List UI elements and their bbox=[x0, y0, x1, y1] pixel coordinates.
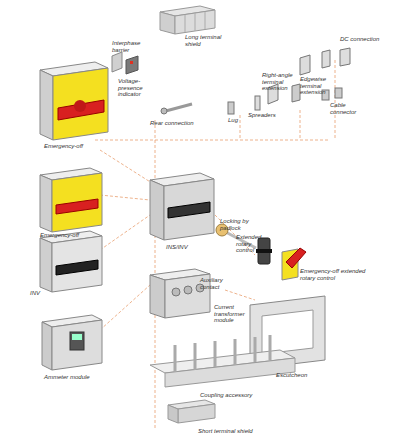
part-label: INV bbox=[30, 290, 60, 297]
part-label: Coupling accessory bbox=[200, 392, 260, 399]
part-label: INS/INV bbox=[166, 244, 206, 251]
long-terminal-shield bbox=[160, 6, 215, 34]
part-label: Extended rotary control bbox=[236, 234, 266, 254]
part-label: Right-angle terminal extension bbox=[262, 72, 302, 92]
part-label: Ammeter module bbox=[44, 374, 104, 381]
switch-ins-inv bbox=[150, 173, 214, 240]
part-label: DC connection bbox=[340, 36, 390, 43]
part-label: Spreaders bbox=[248, 112, 283, 119]
short-terminal-shield bbox=[168, 400, 215, 423]
leader-lines bbox=[95, 60, 335, 430]
coupling-accessory bbox=[150, 335, 295, 387]
part-label: Escutcheon bbox=[276, 372, 326, 379]
connection-parts bbox=[161, 48, 350, 114]
part-label: Emergency-off extended rotary control bbox=[300, 268, 370, 281]
part-label: Voltage-presence indicator bbox=[118, 78, 163, 98]
ammeter-module bbox=[42, 315, 102, 370]
part-label: Interphase barrier bbox=[112, 40, 152, 53]
part-label: Emergency-off bbox=[44, 143, 104, 150]
switch-emergency-off bbox=[40, 168, 102, 232]
part-label: Cable connector bbox=[330, 102, 370, 115]
interphase-barrier bbox=[112, 52, 138, 74]
part-label: Locking by padlock bbox=[220, 218, 260, 231]
part-label: Short terminal shield bbox=[198, 428, 268, 435]
current-transformer-module bbox=[150, 269, 210, 318]
switch-emergency-off bbox=[40, 62, 108, 140]
part-label: Edgewise terminal extension bbox=[300, 76, 340, 96]
part-label: Lug bbox=[228, 117, 248, 124]
switch-inv bbox=[40, 231, 102, 292]
part-label: Emergency-off bbox=[40, 232, 100, 239]
part-label: Auxiliary contact bbox=[200, 277, 240, 290]
part-label: Long terminal shield bbox=[185, 34, 235, 47]
part-label: Rear connection bbox=[150, 120, 195, 127]
part-label: Current transformer module bbox=[214, 304, 264, 324]
